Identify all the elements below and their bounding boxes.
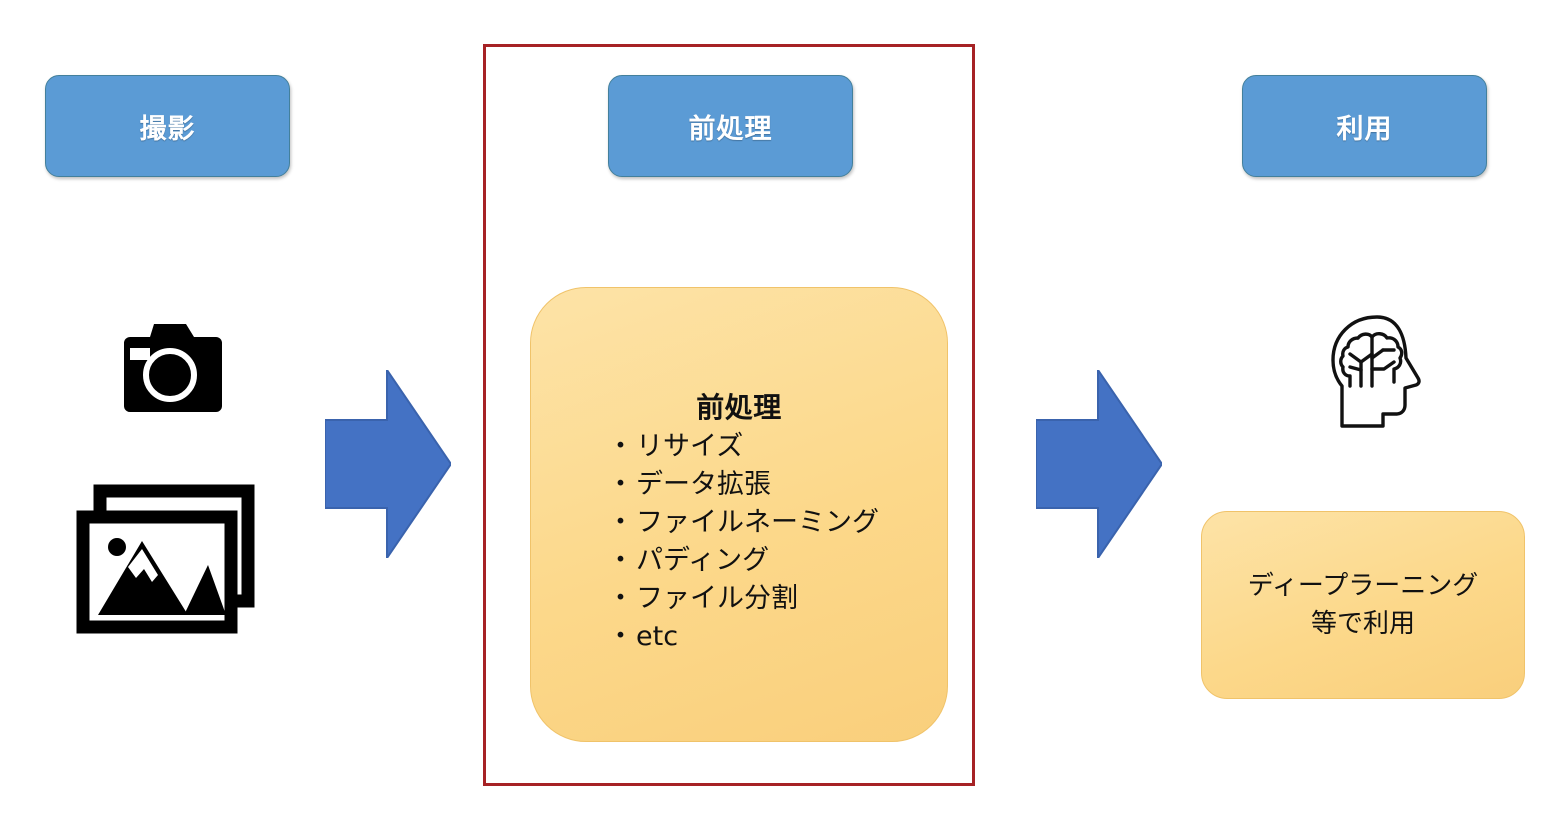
usage-panel-text: ディープラーニング 等で利用 xyxy=(1238,567,1489,643)
stage-header-capture-label: 撮影 xyxy=(139,113,196,144)
stage-header-preprocess[interactable]: 前処理 xyxy=(608,75,853,177)
stage-header-capture[interactable]: 撮影 xyxy=(45,75,290,177)
list-item: ・ファイルネーミング xyxy=(607,504,947,542)
list-item-label: データ拡張 xyxy=(636,469,771,500)
bullet-glyph: ・ xyxy=(607,469,634,500)
preprocess-highlight-frame xyxy=(483,44,975,786)
usage-panel-line-2: 等で利用 xyxy=(1310,609,1415,639)
usage-detail-panel: ディープラーニング 等で利用 xyxy=(1201,511,1525,699)
preprocess-detail-panel: 前処理 ・リサイズ ・データ拡張 ・ファイルネーミング ・パディング ・ファイル… xyxy=(530,287,948,742)
stage-header-preprocess-label: 前処理 xyxy=(688,113,773,144)
bullet-glyph: ・ xyxy=(607,545,634,576)
list-item-label: リサイズ xyxy=(636,431,744,462)
stage-header-use[interactable]: 利用 xyxy=(1242,75,1487,177)
preprocess-step-list: ・リサイズ ・データ拡張 ・ファイルネーミング ・パディング ・ファイル分割 ・… xyxy=(531,428,947,656)
bullet-glyph: ・ xyxy=(607,507,634,538)
preprocess-panel-content: 前処理 ・リサイズ ・データ拡張 ・ファイルネーミング ・パディング ・ファイル… xyxy=(531,386,947,656)
list-item: ・パディング xyxy=(607,542,947,580)
list-item: ・etc xyxy=(607,618,947,656)
list-item-label: ファイルネーミング xyxy=(636,507,879,538)
bullet-glyph: ・ xyxy=(607,621,634,652)
usage-panel-line-1: ディープラーニング xyxy=(1247,571,1479,601)
camera-icon xyxy=(116,322,224,414)
list-item-label: パディング xyxy=(636,545,770,576)
stage-header-use-label: 利用 xyxy=(1336,113,1393,144)
preprocess-panel-title: 前処理 xyxy=(696,392,782,423)
bullet-glyph: ・ xyxy=(607,431,634,462)
list-item: ・リサイズ xyxy=(607,428,947,466)
list-item-label: ファイル分割 xyxy=(636,583,798,614)
photo-stack-icon xyxy=(76,483,256,635)
brain-head-icon xyxy=(1320,312,1428,432)
bullet-glyph: ・ xyxy=(607,583,634,614)
list-item: ・データ拡張 xyxy=(607,466,947,504)
flow-arrow-capture-to-preprocess xyxy=(324,366,453,562)
list-item: ・ファイル分割 xyxy=(607,580,947,618)
list-item-label: etc xyxy=(636,621,679,652)
flow-arrow-preprocess-to-use xyxy=(1035,366,1164,562)
